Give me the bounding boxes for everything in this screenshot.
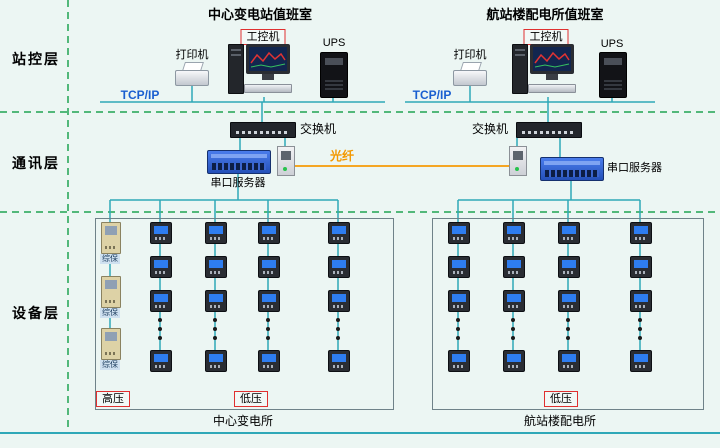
ellipsis-dots	[511, 318, 515, 322]
power-meter	[448, 350, 470, 372]
power-meter	[503, 256, 525, 278]
power-meter	[558, 350, 580, 372]
protection-relay-icon	[101, 276, 121, 308]
ellipsis-dots	[566, 318, 570, 322]
left-serial-server-label: 串口服务器	[210, 177, 266, 189]
left-room-title: 中心变电站值班室	[207, 7, 313, 22]
power-meter	[205, 290, 227, 312]
power-meter	[205, 350, 227, 372]
left-tcpip-label: TCP/IP	[120, 88, 160, 102]
power-meter	[150, 350, 172, 372]
computer-monitor	[246, 44, 290, 80]
right-serial-server-icon	[540, 157, 604, 181]
power-meter	[630, 290, 652, 312]
layer-label-station: 站控层	[12, 51, 60, 67]
ellipsis-dots	[638, 318, 642, 322]
right-ups-icon	[599, 52, 627, 98]
power-meter	[258, 290, 280, 312]
right-printer-label: 打印机	[453, 49, 487, 61]
left-ups-label: UPS	[322, 37, 346, 49]
left-device-box	[95, 218, 394, 410]
layer-label-comm: 通讯层	[12, 155, 60, 171]
power-meter	[630, 350, 652, 372]
right-tcpip-label: TCP/IP	[412, 88, 452, 102]
layer-label-device: 设备层	[12, 305, 60, 321]
left-switch-label: 交换机	[300, 122, 337, 136]
right-device-box	[432, 218, 704, 410]
power-meter	[328, 290, 350, 312]
power-meter	[258, 222, 280, 244]
left-box-caption: 中心变电所	[212, 414, 274, 428]
left-ipc-label: 工控机	[240, 29, 286, 45]
power-meter	[150, 256, 172, 278]
power-meter	[150, 222, 172, 244]
left-switch-icon	[230, 122, 296, 138]
left-printer-label: 打印机	[175, 49, 209, 61]
ellipsis-dots	[266, 318, 270, 322]
ellipsis-dots	[213, 318, 217, 322]
protection-relay-icon	[101, 328, 121, 360]
computer-monitor	[530, 44, 574, 80]
right-ipc-label: 工控机	[523, 29, 569, 45]
power-meter	[558, 256, 580, 278]
power-meter	[630, 222, 652, 244]
ellipsis-dots	[336, 318, 340, 322]
computer-keyboard	[244, 84, 292, 93]
power-meter	[150, 290, 172, 312]
power-meter	[328, 256, 350, 278]
power-meter	[328, 222, 350, 244]
power-meter	[258, 256, 280, 278]
power-meter	[503, 350, 525, 372]
protection-relay-label: 综保	[100, 308, 120, 318]
left-industrial-computer-icon	[228, 44, 292, 98]
ellipsis-dots	[456, 318, 460, 322]
power-meter	[205, 222, 227, 244]
power-meter	[328, 350, 350, 372]
right-room-title: 航站楼配电所值班室	[486, 7, 604, 22]
power-meter	[448, 256, 470, 278]
power-meter	[448, 290, 470, 312]
power-meter	[448, 222, 470, 244]
printer-body	[453, 70, 487, 86]
right-ups-label: UPS	[600, 38, 624, 50]
right-serial-server-label: 串口服务器	[607, 162, 662, 174]
fiber-label: 光纤	[329, 149, 355, 163]
hv-label: 高压	[96, 391, 130, 407]
left-printer-icon	[175, 62, 209, 86]
power-meter	[258, 350, 280, 372]
ellipsis-dots	[158, 318, 162, 322]
power-meter	[503, 222, 525, 244]
right-switch-icon	[516, 122, 582, 138]
right-switch-label: 交换机	[472, 122, 509, 136]
right-fiber-converter-icon	[509, 146, 527, 176]
left-ups-icon	[320, 52, 348, 98]
power-meter	[558, 290, 580, 312]
protection-relay-label: 综保	[100, 360, 120, 370]
power-meter	[630, 256, 652, 278]
power-meter	[205, 256, 227, 278]
protection-relay-label: 综保	[100, 254, 120, 264]
monitor-screen	[533, 47, 571, 71]
monitor-screen	[249, 47, 287, 71]
power-meter	[503, 290, 525, 312]
right-printer-icon	[453, 62, 487, 86]
computer-keyboard	[528, 84, 576, 93]
left-serial-server-icon	[207, 150, 271, 174]
left-fiber-converter-icon	[277, 146, 295, 176]
computer-tower	[512, 44, 528, 94]
power-meter	[558, 222, 580, 244]
right-industrial-computer-icon	[512, 44, 576, 98]
printer-body	[175, 70, 209, 86]
protection-relay-icon	[101, 222, 121, 254]
left-lv-label: 低压	[234, 391, 268, 407]
right-lv-label: 低压	[544, 391, 578, 407]
right-box-caption: 航站楼配电所	[523, 414, 597, 428]
computer-tower	[228, 44, 244, 94]
